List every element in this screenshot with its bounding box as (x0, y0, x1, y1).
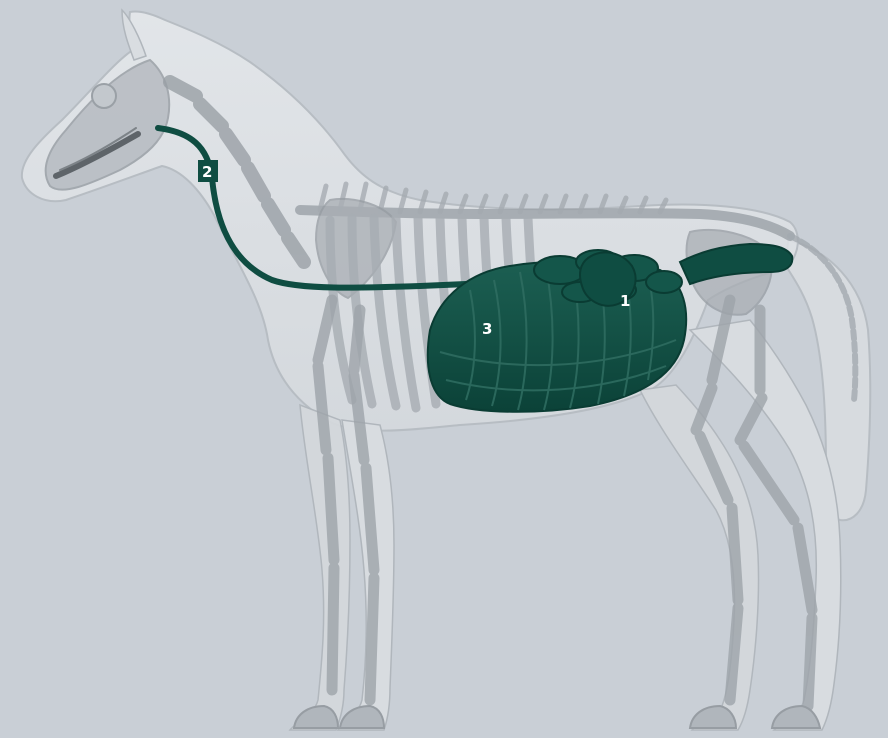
label-1: 1 (620, 292, 630, 310)
label-2: 2 (198, 160, 218, 182)
label-1-text: 1 (620, 292, 630, 310)
label-3-text: 3 (482, 320, 492, 338)
label-2-text: 2 (202, 163, 212, 181)
front-leg-far (290, 405, 350, 730)
hind-hooves (690, 706, 820, 728)
label-3: 3 (482, 320, 492, 338)
eye-socket (92, 84, 116, 108)
